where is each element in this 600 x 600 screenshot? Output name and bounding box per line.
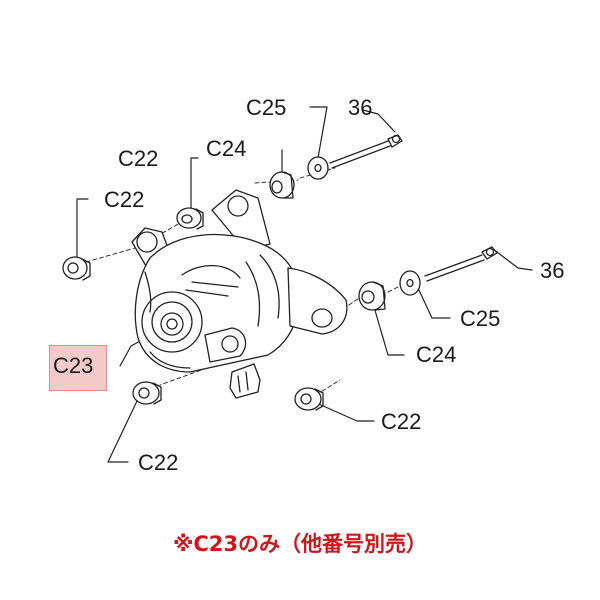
label-c22-upper: C22 — [118, 146, 159, 171]
grommet-c22-lower-left — [132, 381, 162, 405]
label-c24-top: C24 — [206, 136, 247, 161]
bushing-c24-right — [358, 281, 386, 311]
leader-lines — [76, 106, 533, 463]
label-c25-right: C25 — [460, 306, 501, 331]
bolt-36-top — [329, 134, 403, 169]
grommet-c22-lower-right — [294, 387, 324, 411]
label-c22-lower-right: C22 — [381, 409, 422, 434]
label-c22-left: C22 — [104, 187, 145, 212]
label-c23: C23 — [53, 353, 94, 378]
c23-highlight-box — [49, 345, 107, 391]
motor-housing — [131, 189, 348, 399]
grommet-c22-upper — [176, 207, 204, 230]
label-c22-bottom: C22 — [138, 450, 179, 475]
washer-c25-right — [399, 270, 421, 296]
label-36-top: 36 — [348, 95, 373, 120]
label-c24-right: C24 — [416, 342, 457, 367]
bushing-c24-top — [269, 171, 295, 199]
washer-c25-top — [307, 156, 329, 180]
label-36-right: 36 — [540, 258, 565, 283]
grommet-c22-left — [62, 256, 91, 281]
sold-separately-note: ※C23のみ（他番号別売） — [172, 532, 428, 556]
bolt-36-right — [424, 246, 498, 282]
label-c25-top: C25 — [246, 95, 287, 120]
